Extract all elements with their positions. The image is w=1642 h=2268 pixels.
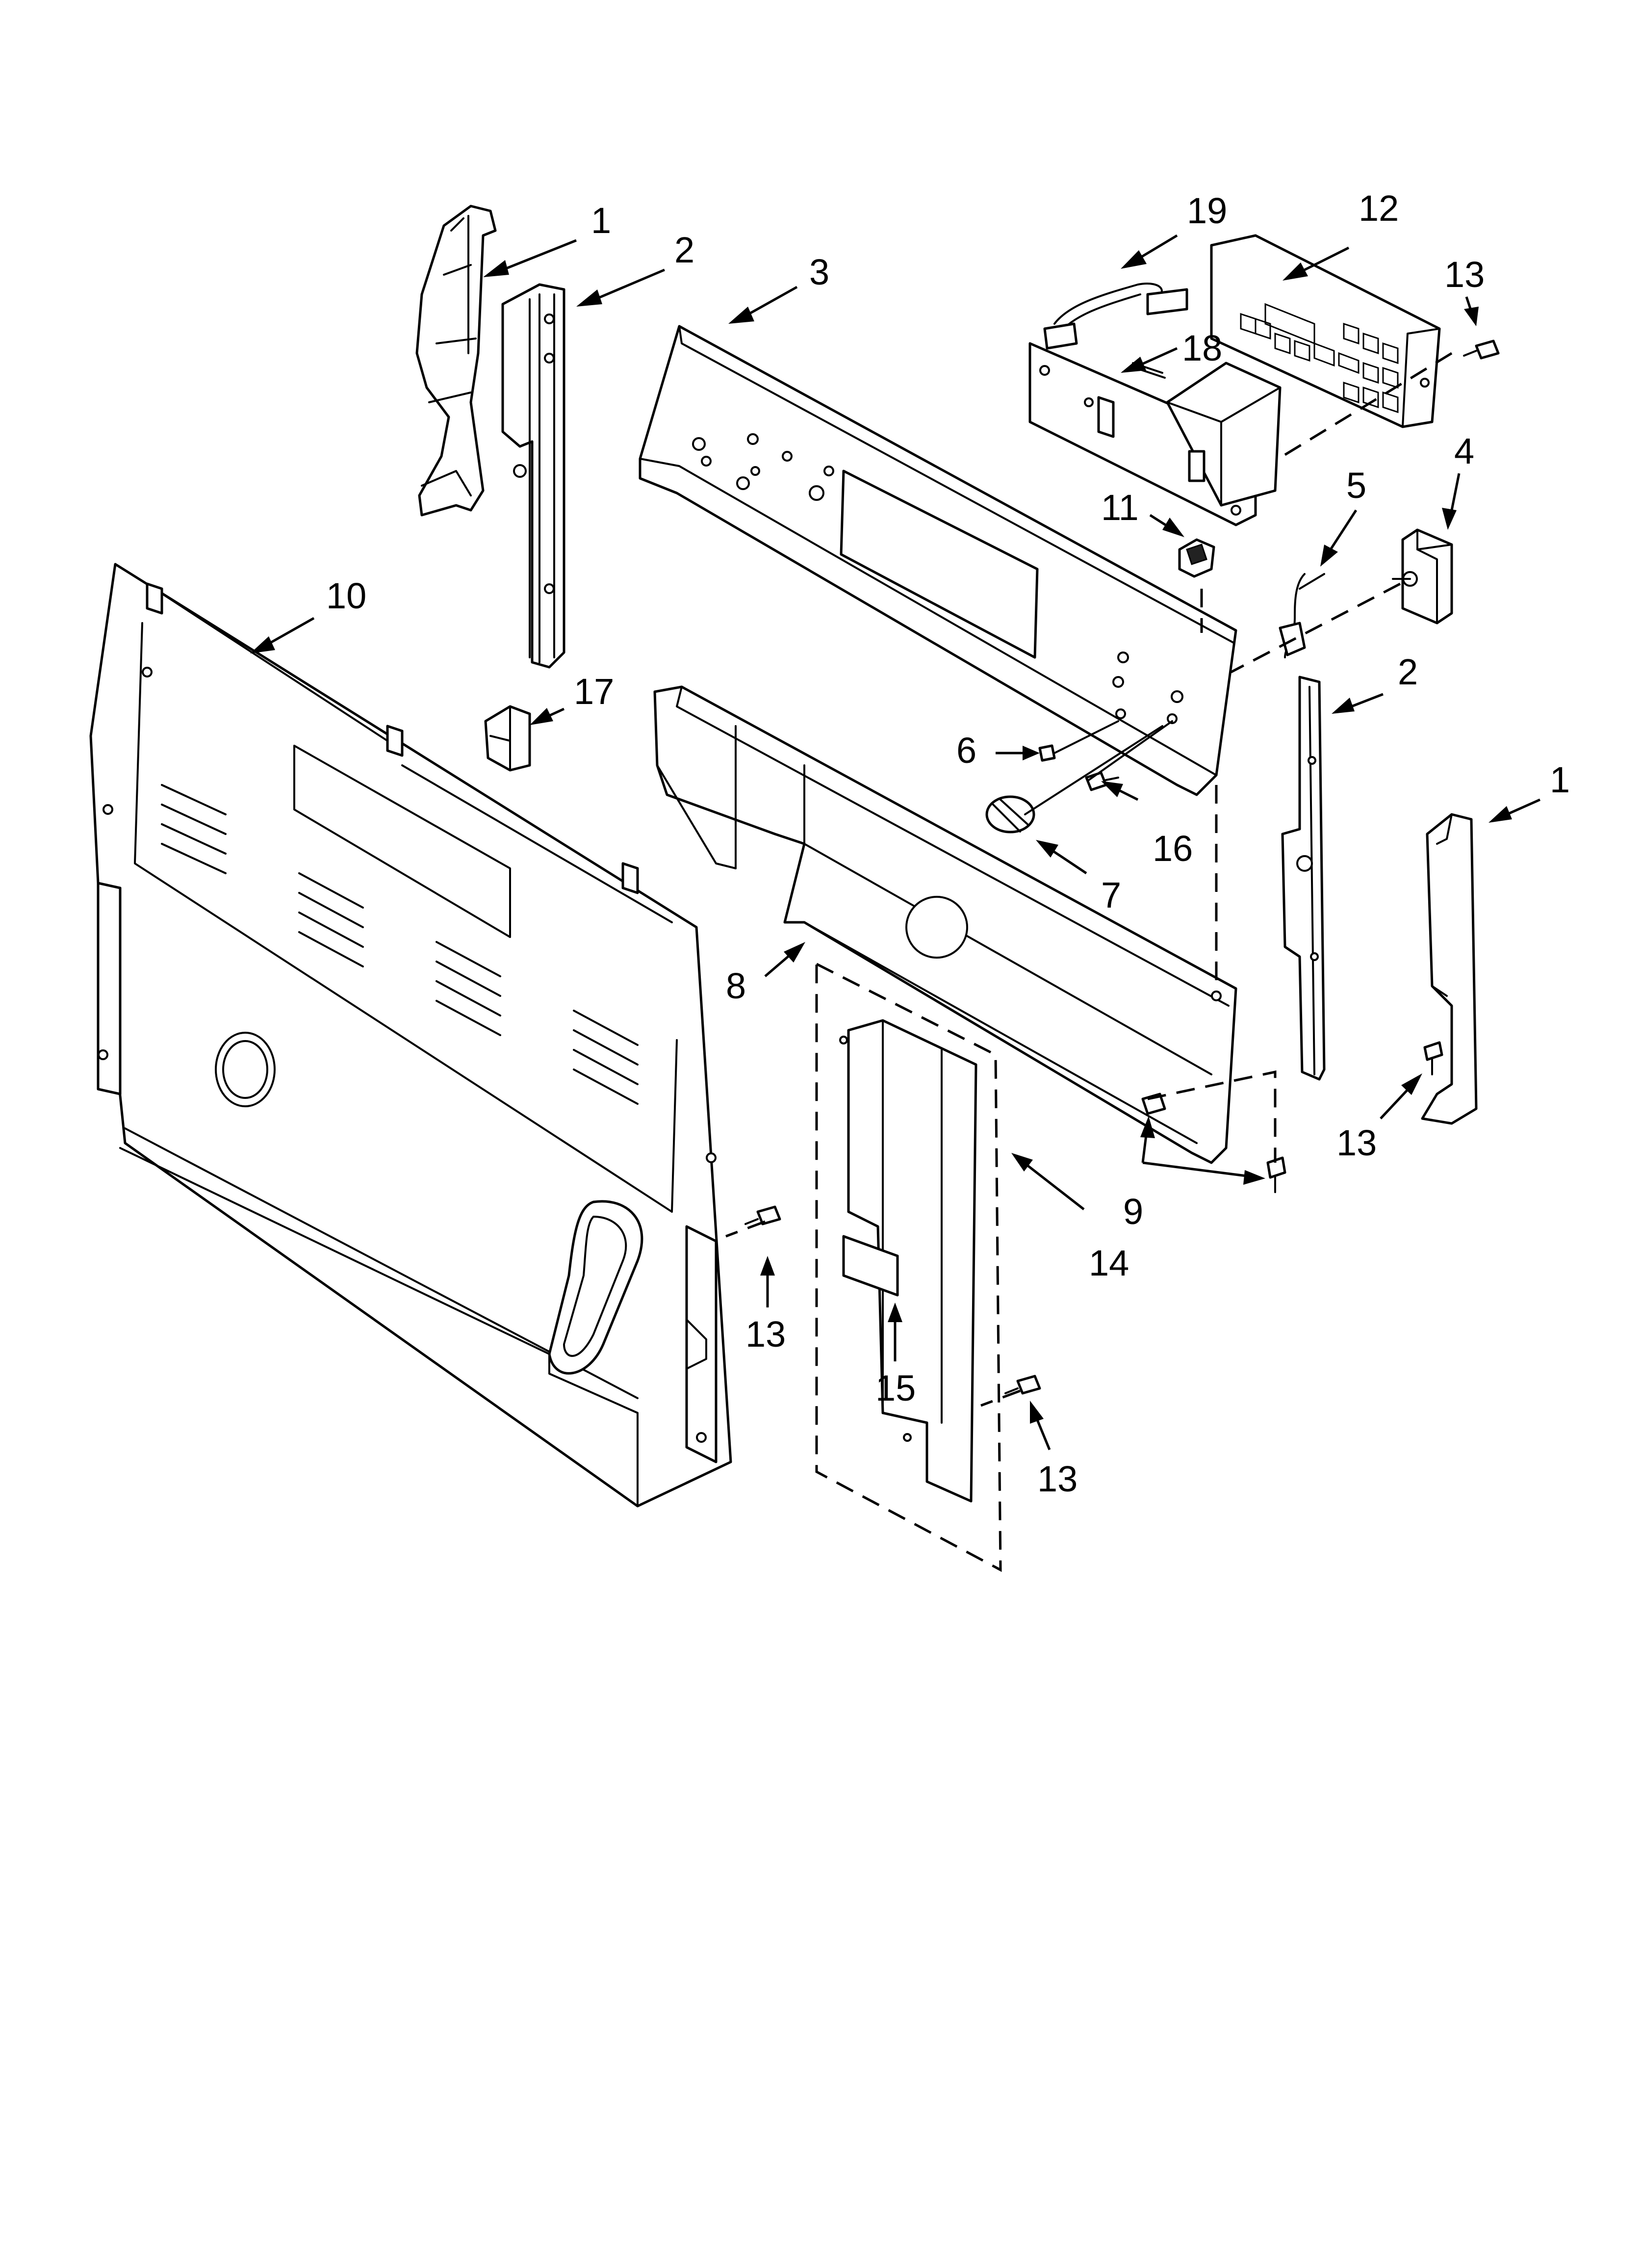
callout-7: 7 bbox=[1101, 875, 1121, 915]
part-18-control-board bbox=[1028, 342, 1282, 526]
part-2-left-side-bracket bbox=[501, 283, 565, 669]
callout-numbers: 1 2 3 19 12 13 18 11 5 4 10 17 2 6 16 1 … bbox=[326, 188, 1570, 1499]
callout-3: 3 bbox=[809, 252, 829, 292]
part-7-control-knob bbox=[985, 795, 1035, 834]
callout-9: 9 bbox=[1123, 1191, 1143, 1232]
part-6-screw bbox=[1038, 744, 1056, 762]
callout-14: 14 bbox=[1089, 1243, 1129, 1283]
part-5-wire-lead bbox=[1279, 573, 1325, 658]
callout-2-left: 2 bbox=[674, 230, 694, 270]
callout-leaders bbox=[250, 234, 1541, 1450]
callout-18: 18 bbox=[1182, 328, 1222, 368]
screw-13-left bbox=[744, 1205, 781, 1225]
callout-4: 4 bbox=[1454, 431, 1474, 471]
callout-1-left: 1 bbox=[591, 200, 611, 241]
callout-12: 12 bbox=[1359, 188, 1399, 229]
callout-13-bottom: 13 bbox=[1037, 1459, 1078, 1499]
callout-1-right: 1 bbox=[1550, 759, 1570, 800]
callout-13-top-right: 13 bbox=[1444, 254, 1485, 295]
part-17-clip bbox=[484, 705, 531, 772]
part-10-back-panel bbox=[89, 563, 732, 1508]
callout-2-right: 2 bbox=[1398, 652, 1418, 692]
part-4-switch-box bbox=[1392, 528, 1453, 625]
part-11-switch bbox=[1178, 538, 1215, 578]
callout-16: 16 bbox=[1153, 828, 1193, 869]
callout-19: 19 bbox=[1187, 190, 1227, 231]
part-12-touch-control-overlay bbox=[1210, 234, 1441, 428]
callout-8: 8 bbox=[726, 965, 746, 1006]
callout-13-left: 13 bbox=[745, 1314, 786, 1355]
callout-11: 11 bbox=[1101, 487, 1139, 528]
screw-13-top-right bbox=[1463, 339, 1500, 360]
callout-15: 15 bbox=[875, 1368, 916, 1408]
part-1-right-side-trim bbox=[1421, 813, 1478, 1125]
callout-17: 17 bbox=[574, 671, 614, 712]
part-3-control-panel bbox=[639, 325, 1237, 796]
screw-9-lower bbox=[1266, 1156, 1286, 1193]
callout-6: 6 bbox=[956, 730, 976, 771]
alignment-dashed-lines bbox=[725, 352, 1453, 1407]
part-2-right-side-bracket bbox=[1281, 676, 1326, 1081]
part-1-left-side-trim bbox=[415, 205, 497, 517]
screw-13-right bbox=[1423, 1041, 1443, 1075]
screw-13-bottom bbox=[1004, 1375, 1041, 1395]
part-19-wire-harness bbox=[1043, 283, 1188, 350]
part-14-insulation-bracket bbox=[815, 962, 1002, 1572]
callout-13-right: 13 bbox=[1336, 1122, 1377, 1163]
part-8-manifold-panel bbox=[653, 685, 1237, 1164]
callout-5: 5 bbox=[1346, 465, 1366, 506]
callout-10: 10 bbox=[326, 575, 366, 616]
